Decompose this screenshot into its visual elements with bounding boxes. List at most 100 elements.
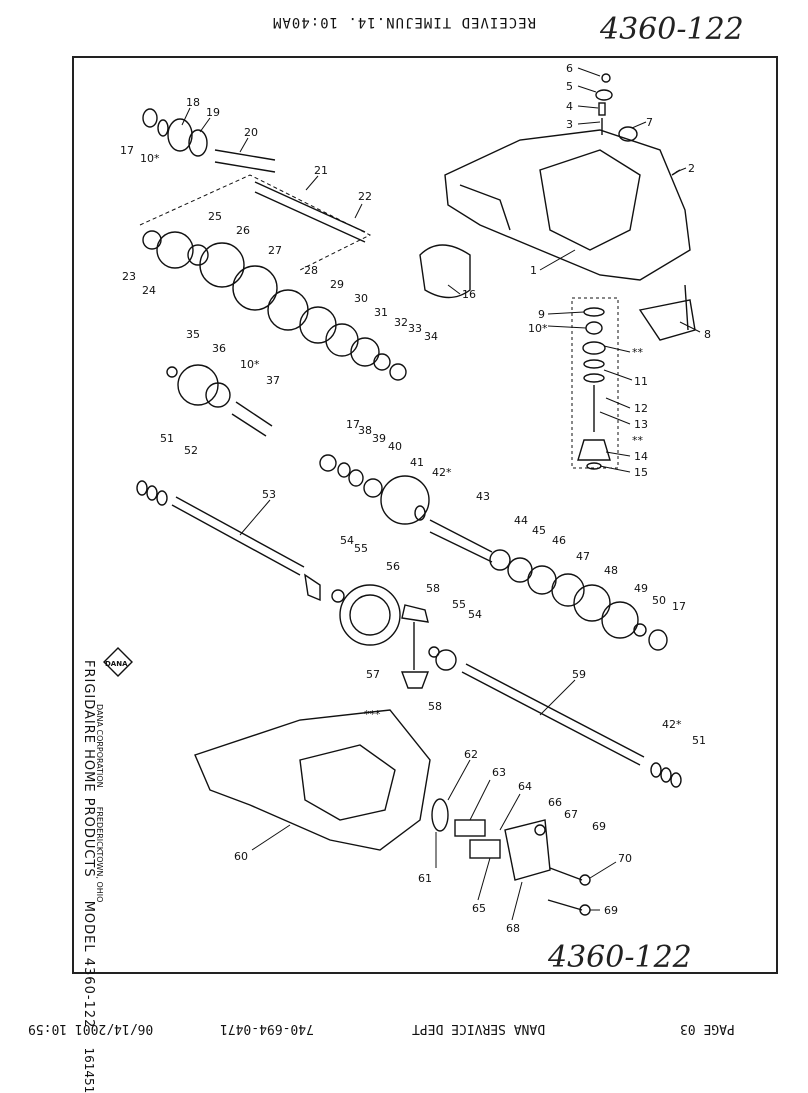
callout-17-top: 17 <box>120 144 134 157</box>
callout-labels: 6 5 4 3 7 2 1 8 9 10* ** 11 12 13 ** 14 … <box>120 62 711 935</box>
callout-63: 63 <box>492 766 506 779</box>
callout-6: 6 <box>566 62 573 75</box>
callout-30: 30 <box>354 292 368 305</box>
callout-68: 68 <box>506 922 520 935</box>
footer-page: PAGE 03 <box>680 1021 735 1036</box>
callout-4: 4 <box>566 100 573 113</box>
handwritten-model-top: 4360-122 <box>600 12 744 47</box>
callout-24: 24 <box>142 284 156 297</box>
callout-42-mid: 42* <box>432 466 452 479</box>
callout-31: 31 <box>374 306 388 319</box>
callout-32: 32 <box>394 316 408 329</box>
callout-62: 62 <box>464 748 478 761</box>
upper-housing <box>444 129 691 281</box>
middle-shaft-group <box>319 454 668 651</box>
callout-10-right: 10* <box>528 322 548 335</box>
callout-22: 22 <box>358 190 372 203</box>
callout-53: 53 <box>262 488 276 501</box>
lower-housing <box>194 709 431 851</box>
callout-61: 61 <box>418 872 432 885</box>
handwritten-model-bottom: 4360-122 <box>548 940 692 975</box>
vertical-shaft-stack <box>571 297 619 470</box>
cluster-gear <box>166 364 273 437</box>
callout-1: 1 <box>530 264 537 277</box>
callout-66: 66 <box>548 796 562 809</box>
callout-50: 50 <box>652 594 666 607</box>
callout-67: 67 <box>564 808 578 821</box>
callout-69-top: 69 <box>592 820 606 833</box>
footer-datetime: 06/14/2001 10:59 <box>28 1021 154 1036</box>
callout-20: 20 <box>244 126 258 139</box>
top-small-parts <box>595 73 681 176</box>
callout-59: 59 <box>572 668 586 681</box>
callout-26: 26 <box>236 224 250 237</box>
callout-21: 21 <box>314 164 328 177</box>
callout-23: 23 <box>122 270 136 283</box>
upper-shaft-group <box>139 108 372 271</box>
diagram-frame <box>72 56 778 974</box>
callout-54-left: 54 <box>340 534 354 547</box>
footer-sender: DANA SERVICE DEPT <box>412 1021 546 1036</box>
callout-29: 29 <box>330 278 344 291</box>
callout-8: 8 <box>704 328 711 341</box>
callout-27: 27 <box>268 244 282 257</box>
axle-shaft-left <box>136 480 305 576</box>
callout-43: 43 <box>476 490 490 503</box>
callout-13: 13 <box>634 418 648 431</box>
callout-17-mid: 17 <box>346 418 360 431</box>
callout-triple-star: *** <box>364 708 381 721</box>
callout-58-bottom: 58 <box>428 700 442 713</box>
callout-60: 60 <box>234 850 248 863</box>
callout-28: 28 <box>304 264 318 277</box>
callout-69-bottom: 69 <box>604 904 618 917</box>
callout-46: 46 <box>552 534 566 547</box>
callout-47: 47 <box>576 550 590 563</box>
callout-48: 48 <box>604 564 618 577</box>
callout-19: 19 <box>206 106 220 119</box>
callout-16: 16 <box>462 288 476 301</box>
exploded-parts-diagram: 6 5 4 3 7 2 1 8 9 10* ** 11 12 13 ** 14 … <box>103 62 711 935</box>
callout-11: 11 <box>634 375 648 388</box>
brand-text: FRIGIDAIRE HOME PRODUCTS <box>81 660 96 878</box>
fax-footer: 06/14/2001 10:59 740-694-0471 DANA SERVI… <box>0 1012 808 1042</box>
callout-2: 2 <box>688 162 695 175</box>
callout-12: 12 <box>634 402 648 415</box>
drive-chain <box>419 244 471 299</box>
callout-39: 39 <box>372 432 386 445</box>
callout-38: 38 <box>358 424 372 437</box>
callout-9: 9 <box>538 308 545 321</box>
callout-33: 33 <box>408 322 422 335</box>
callout-37: 37 <box>266 374 280 387</box>
callout-double-star-upper: ** <box>632 346 644 359</box>
callout-14: 14 <box>634 450 648 463</box>
callout-5: 5 <box>566 80 573 93</box>
callout-54-right: 54 <box>468 608 482 621</box>
gear-stack <box>142 230 407 381</box>
callout-double-star-lower: ** <box>632 434 644 447</box>
callout-64: 64 <box>518 780 532 793</box>
model-label: MODEL 4360-122 <box>81 900 96 1029</box>
callout-65: 65 <box>472 902 486 915</box>
callout-55-left: 55 <box>354 542 368 555</box>
callout-35: 35 <box>186 328 200 341</box>
callout-42-right: 42* <box>662 718 682 731</box>
callout-41: 41 <box>410 456 424 469</box>
callout-70: 70 <box>618 852 632 865</box>
callout-55-right: 55 <box>452 598 466 611</box>
callout-17-right: 17 <box>672 600 686 613</box>
callout-45: 45 <box>532 524 546 537</box>
callout-34: 34 <box>424 330 438 343</box>
callout-18: 18 <box>186 96 200 109</box>
callout-51-left: 51 <box>160 432 174 445</box>
callout-40: 40 <box>388 440 402 453</box>
part-number: 161451 <box>82 1047 96 1093</box>
axle-shaft-right <box>461 663 682 788</box>
callout-58-top: 58 <box>426 582 440 595</box>
callout-52: 52 <box>184 444 198 457</box>
callout-51-right: 51 <box>692 734 706 747</box>
callout-49: 49 <box>634 582 648 595</box>
callout-44: 44 <box>514 514 528 527</box>
callout-10-mid: 10* <box>240 358 260 371</box>
shift-bracket <box>638 284 696 341</box>
callout-7: 7 <box>646 116 653 129</box>
